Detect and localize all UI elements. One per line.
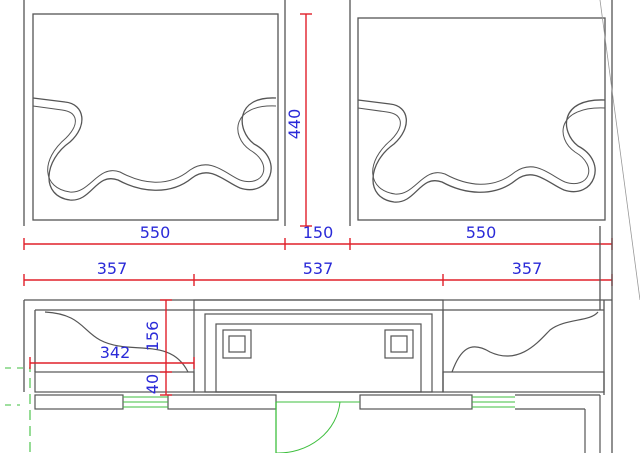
bottom-wall-band — [34, 394, 601, 453]
upper-left-wavy-outline — [32, 97, 277, 201]
lower-left-curve — [44, 311, 189, 373]
dimension-357-left-label: 357 — [97, 259, 128, 278]
dimension-40-label: 40 — [143, 374, 162, 394]
dimension-357-right-label: 357 — [512, 259, 543, 278]
lower-right-curve — [451, 311, 599, 373]
dimension-550-left-label: 550 — [140, 223, 171, 242]
dimension-440-label: 440 — [285, 109, 304, 140]
lower-right-counter — [442, 310, 605, 393]
dimension-440 — [300, 13, 312, 227]
door-swing-arc — [276, 401, 341, 453]
dimension-156-40 — [160, 299, 172, 396]
dimension-537-label: 537 — [303, 259, 334, 278]
dimension-550-right-label: 550 — [466, 223, 497, 242]
dimension-342-label: 342 — [100, 343, 131, 362]
upper-right-wavy-inner — [357, 107, 606, 195]
upper-left-bay — [23, 0, 286, 226]
upper-left-wavy-inner — [32, 105, 277, 193]
dimension-150-label: 150 — [303, 223, 334, 242]
dimension-156-label: 156 — [143, 321, 162, 352]
corner-diagonal-line — [599, 0, 640, 301]
upper-right-bay — [349, 0, 613, 226]
door-and-window-lines — [5, 362, 515, 453]
center-cabinet — [193, 299, 444, 393]
upper-right-wavy-outline — [357, 99, 606, 203]
